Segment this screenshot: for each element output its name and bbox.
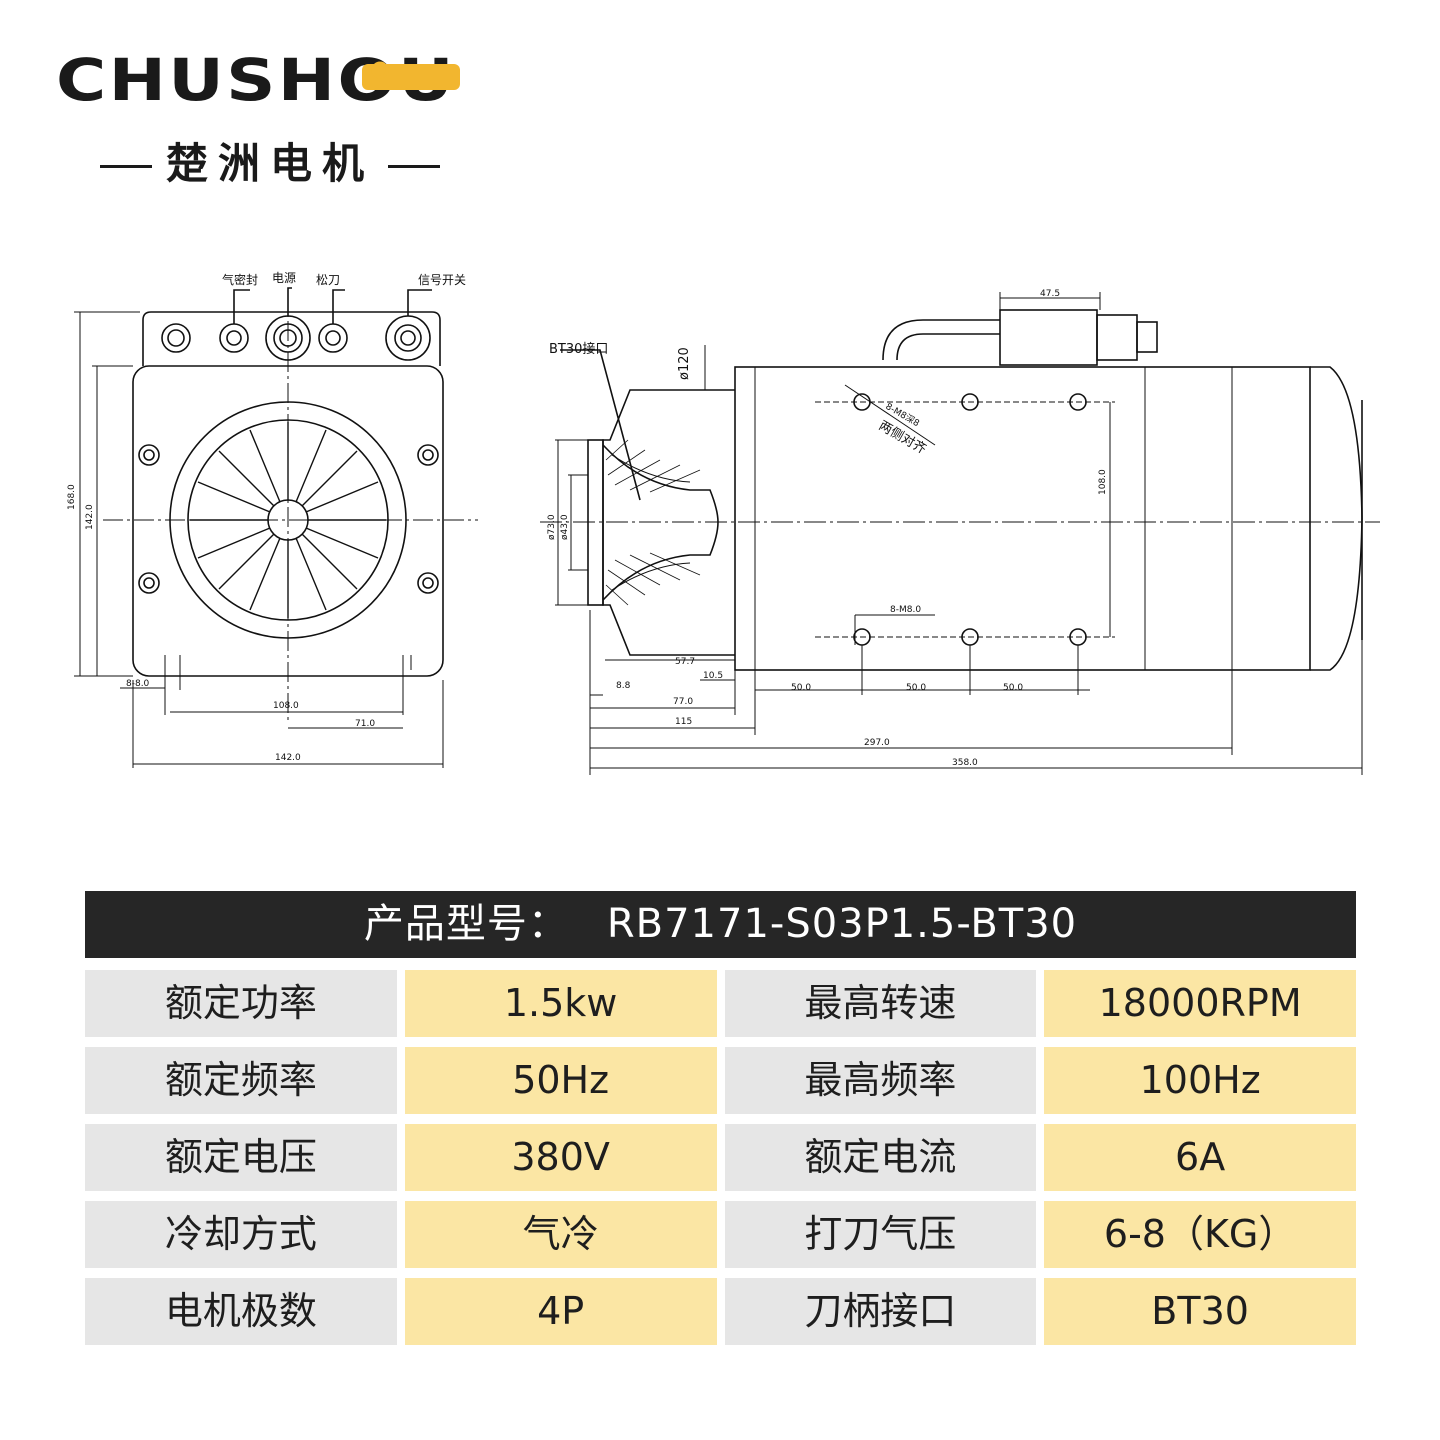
- dim-top: 47.5: [1040, 289, 1060, 299]
- dim-297: 297.0: [864, 738, 890, 748]
- spec-title: 产品型号： RB7171-S03P1.5-BT30: [85, 891, 1356, 958]
- spec-table: 产品型号： RB7171-S03P1.5-BT30 额定功率 1.5kw 最高转速…: [85, 891, 1356, 1355]
- spec-row: 额定频率 50Hz 最高频率 100Hz: [85, 1047, 1356, 1114]
- spec-value: 气冷: [404, 1201, 717, 1268]
- dim-m8-bot: 8-M8.0: [890, 605, 921, 615]
- dim-w71: 71.0: [355, 719, 375, 729]
- spec-value: 100Hz: [1044, 1047, 1356, 1114]
- spec-label: 额定功率: [85, 970, 397, 1037]
- dim-hole: 8-8.0: [126, 679, 150, 689]
- brand-subtitle-row: 楚洲电机: [86, 130, 454, 191]
- spec-label: 额定电压: [85, 1124, 397, 1191]
- spec-value: BT30: [1044, 1278, 1356, 1345]
- spec-label: 额定频率: [85, 1047, 397, 1114]
- spec-row: 额定功率 1.5kw 最高转速 18000RPM: [85, 970, 1356, 1037]
- model-value: RB7171-S03P1.5-BT30: [606, 901, 1078, 947]
- spec-label: 刀柄接口: [724, 1278, 1037, 1345]
- fan-spokes: [190, 422, 386, 618]
- dim-77: 77.0: [673, 697, 693, 707]
- brand-mark-icon: [362, 61, 460, 90]
- dim-d120: ø120: [677, 347, 692, 380]
- spec-row: 电机极数 4P 刀柄接口 BT30: [85, 1278, 1356, 1345]
- spec-row: 额定电压 380V 额定电流 6A: [85, 1124, 1356, 1191]
- dim-d43: ø43.0: [560, 514, 570, 540]
- label-signal: 信号开关: [418, 273, 466, 287]
- spec-label: 冷却方式: [85, 1201, 397, 1268]
- spec-value: 18000RPM: [1044, 970, 1356, 1037]
- dim-50a: 50.0: [791, 683, 811, 693]
- dim-8: 8.8: [616, 681, 631, 691]
- label-release: 松刀: [316, 273, 340, 287]
- dim-358: 358.0: [952, 758, 978, 768]
- spec-label: 额定电流: [724, 1124, 1037, 1191]
- dim-w108: 108.0: [273, 701, 299, 711]
- spec-label: 打刀气压: [724, 1201, 1037, 1268]
- spec-label: 最高频率: [724, 1047, 1037, 1114]
- dim-10: 10.5: [703, 671, 723, 681]
- spec-value: 1.5kw: [404, 970, 717, 1037]
- spec-label: 最高转速: [724, 970, 1037, 1037]
- spec-label: 电机极数: [85, 1278, 397, 1345]
- spec-value: 380V: [404, 1124, 717, 1191]
- dim-50c: 50.0: [1003, 683, 1023, 693]
- spec-rows: 额定功率 1.5kw 最高转速 18000RPM 额定频率 50Hz 最高频率 …: [85, 970, 1356, 1345]
- dim-h108: 108.0: [1098, 469, 1108, 495]
- dim-115: 115: [675, 717, 692, 727]
- label-bt30: BT30接口: [549, 341, 608, 357]
- technical-drawing: 气密封 电源 松刀 信号开关 168.0 142.0 8-8.0 108.0 7…: [67, 271, 1380, 775]
- dim-w142: 142.0: [275, 753, 301, 763]
- dim-h142: 142.0: [85, 504, 95, 530]
- spec-value: 4P: [404, 1278, 717, 1345]
- brand-logo: CHUSHOU 楚洲电机: [56, 50, 506, 188]
- model-label: 产品型号：: [363, 901, 569, 947]
- dim-57: 57.7: [675, 657, 695, 667]
- dim-d73: ø73.0: [547, 514, 557, 540]
- spec-value: 6A: [1044, 1124, 1356, 1191]
- dim-h168: 168.0: [67, 484, 77, 510]
- spec-value: 6-8（KG）: [1044, 1201, 1356, 1268]
- label-airseal: 气密封: [222, 272, 258, 287]
- spec-row: 冷却方式 气冷 打刀气压 6-8（KG）: [85, 1201, 1356, 1268]
- brand-subtitle: 楚洲电机: [166, 139, 375, 188]
- dim-50b: 50.0: [906, 683, 926, 693]
- label-power: 电源: [272, 271, 296, 285]
- spec-value: 50Hz: [404, 1047, 717, 1114]
